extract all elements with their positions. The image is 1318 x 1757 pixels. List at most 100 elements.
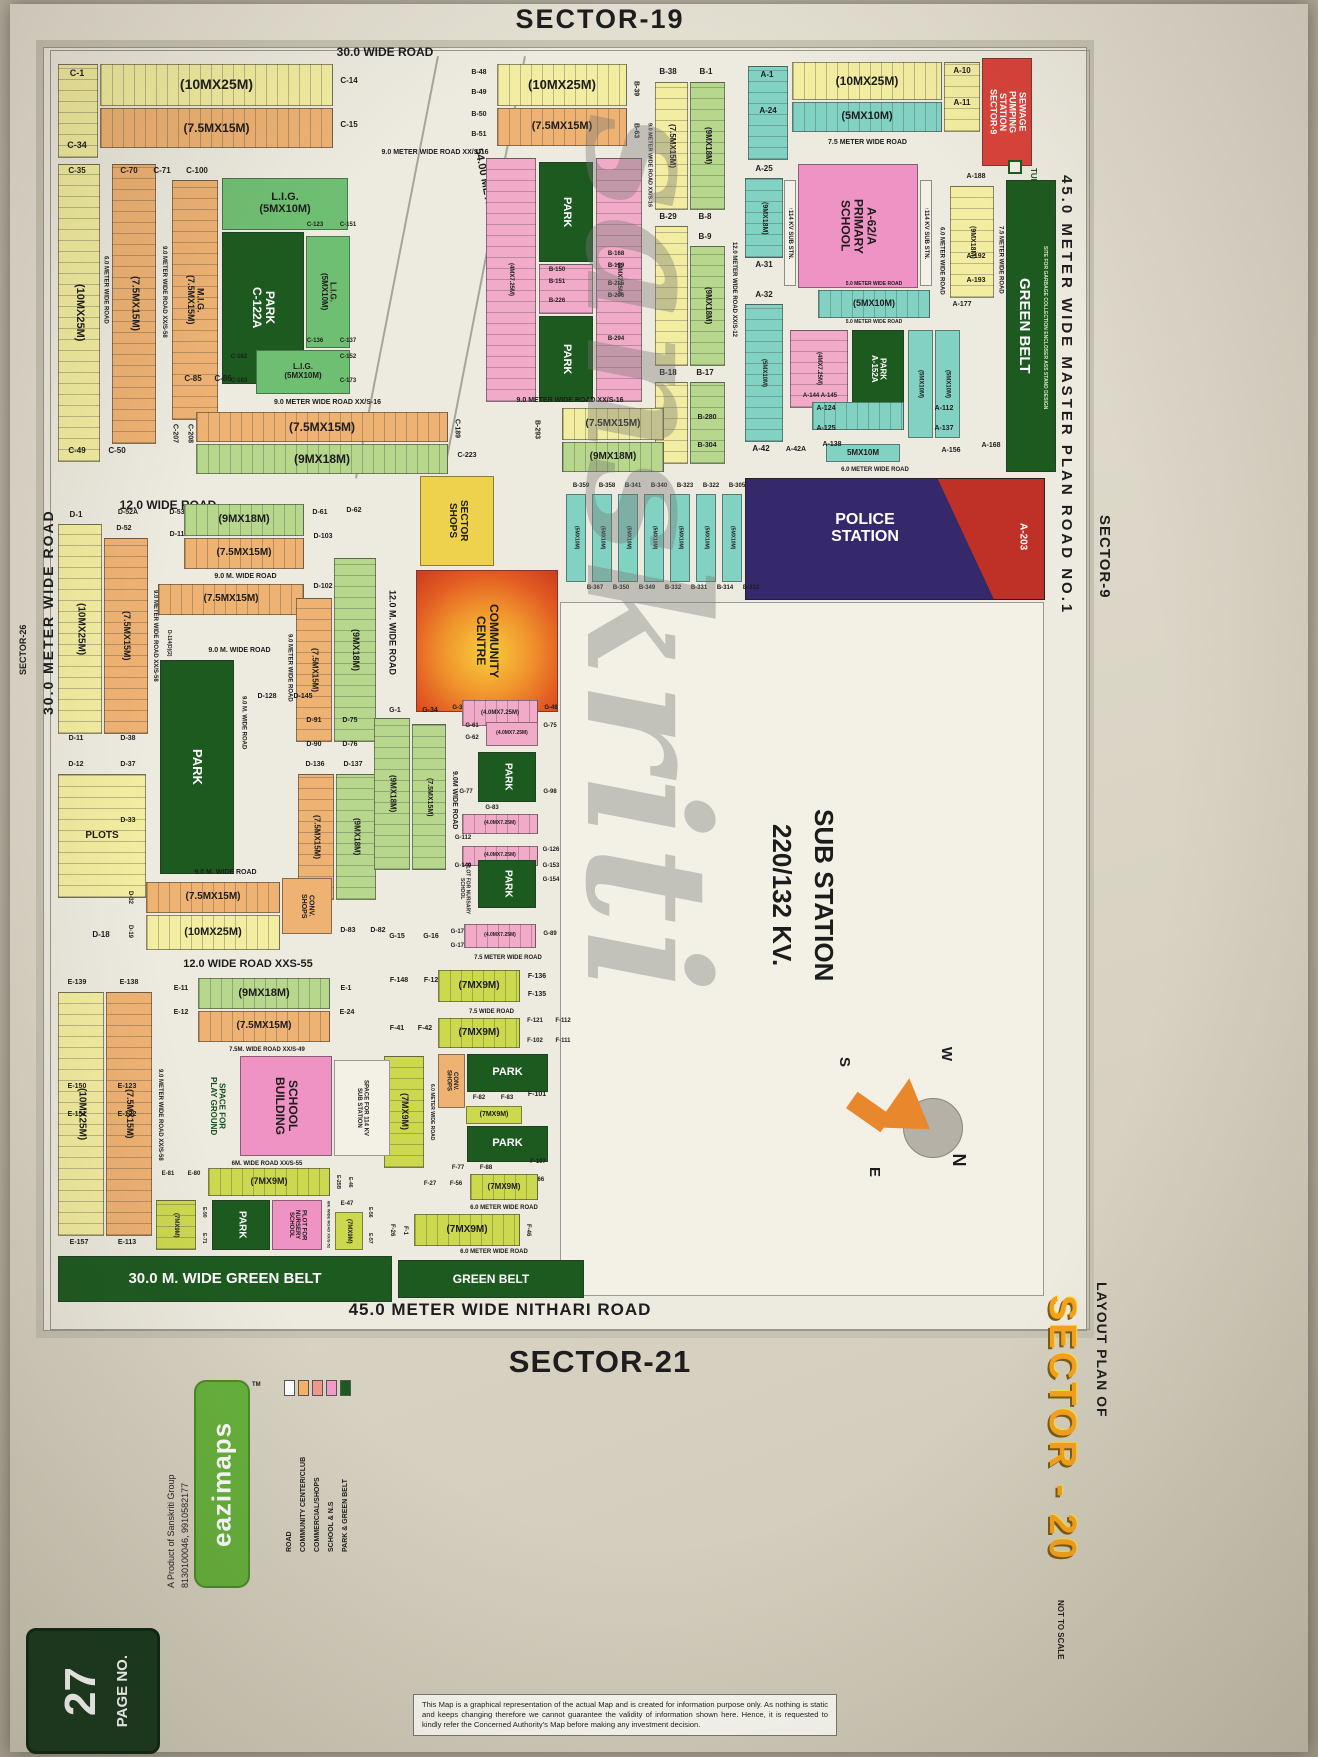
road-label: 6.0 METER WIDE ROAD: [938, 227, 945, 295]
green-belt-block: [1006, 180, 1056, 472]
plot-id-label: F-83: [500, 1095, 514, 1102]
plot-id-label: B-332: [664, 585, 682, 592]
plot-block: (5MX10M): [818, 290, 930, 318]
legend-item: ROAD: [284, 1380, 295, 1552]
plot-id-label: F-148: [389, 977, 409, 985]
plot-id-label: B-206: [607, 293, 625, 300]
plot-id-label: C-1: [69, 68, 85, 79]
plot-id-label: B-49: [471, 89, 487, 97]
substation-label: 220/132 KV.: [767, 823, 798, 967]
green-belt-note: SITE FOR GARBAGE COLLECTION ENCLOSER ASS…: [1042, 246, 1049, 410]
plot-id-label: E-90: [201, 1206, 208, 1218]
plot-block: (5MX10M): [908, 330, 933, 438]
plot-id-label: C-71: [153, 166, 171, 176]
plot-id-label: G-112: [454, 835, 472, 842]
plot-id-label: G-126: [542, 847, 560, 854]
road-label: 9.0 M. WIDE ROAD: [208, 646, 271, 654]
plot-id-label: F-26: [389, 1223, 396, 1237]
park-block: PARK: [160, 660, 234, 874]
road-label: 6.0 METER WIDE ROAD: [470, 1204, 538, 1211]
plot-id-label: F-46: [525, 1223, 532, 1237]
plot-id-label: B-63: [632, 123, 640, 139]
plot-id-label: D-76: [342, 741, 358, 749]
compass-w: W: [938, 1046, 956, 1062]
plot-block: (7MX9M): [470, 1174, 538, 1200]
plot-id-label: C-136: [306, 337, 324, 344]
plot-id-label: G-176: [450, 942, 468, 949]
conv-shops-block: CONV. SHOPS: [438, 1054, 465, 1108]
road-label: 9.0 METER WIDE ROAD: [286, 633, 293, 702]
master-plan-road-label: 45.0 METER WIDE MASTER PLAN ROAD NO.1: [1058, 175, 1075, 616]
substation-marker: ↑114 KV SUB STN.: [920, 180, 932, 286]
page-number-label: PAGE NO.: [113, 1654, 131, 1728]
plot-id-label: E-81: [161, 1171, 175, 1178]
road-label: 9.0 METER WIDE ROAD XX/S-58: [157, 1069, 164, 1161]
plot-block: (4MX7.25M): [596, 158, 642, 402]
plot-block: (10MX25M): [58, 524, 102, 734]
plot-id-label: D-18: [92, 930, 110, 940]
plot-id-label: E-12: [173, 1009, 189, 1017]
road-label: 6.0 METER WIDE ROAD: [429, 1083, 436, 1141]
plot-id-label: G-77: [459, 789, 473, 796]
plot-id-label: B-39: [632, 81, 640, 97]
plot-id-label: B-341: [624, 483, 642, 490]
sector-20-title: SECTOR - 20: [1041, 1295, 1083, 1562]
plot-id-label: A-177: [952, 301, 972, 309]
plot-block: (7.5MX15M): [112, 164, 156, 444]
plot-block: (10MX25M): [497, 64, 627, 106]
plot-id-label: D-11: [68, 735, 84, 743]
plot-id-label: F-56: [449, 1181, 463, 1188]
road-label: 9.0M WIDE ROAD: [450, 770, 458, 830]
plot-id-label: B-294: [607, 336, 625, 343]
plot-id-label: G-75: [543, 723, 557, 730]
plot-id-label: F-111: [555, 1037, 571, 1044]
plot-block: (4MX7.25M): [790, 330, 848, 408]
substation-area: [560, 602, 1044, 1296]
plot-id-label: B-50: [471, 111, 487, 119]
plot-block: [748, 66, 788, 160]
plot-id-label: D-52A: [117, 509, 139, 517]
plot-block: (7.5MX15M): [412, 724, 446, 870]
sector-9-label: SECTOR-9: [1096, 515, 1113, 599]
plot-id-label: A-144 A-145: [802, 393, 838, 400]
plot-block: PLOTS: [58, 774, 146, 898]
road-label: 12.0 METER WIDE ROAD XX/S-12: [731, 242, 738, 338]
park-block: PARK: [212, 1200, 270, 1250]
plot-id-label: F-27: [423, 1181, 437, 1188]
plot-id-label: C-34: [67, 140, 87, 151]
plot-id-label: A-125: [816, 425, 836, 433]
plot-block: (5MX10M): [935, 330, 960, 438]
school-building-block: SCHOOL BUILDING: [240, 1056, 332, 1156]
plot-id-label: B-205: [607, 281, 625, 288]
plot-block: (4.0MX7.25M): [464, 924, 536, 948]
plot-id-label: D-128: [257, 693, 277, 701]
plot-block: (7.5MX15M): [104, 538, 148, 734]
plot-block: (5MX10M): [670, 494, 690, 582]
legend-label: PARK & GREEN BELT: [342, 1479, 349, 1552]
plot-block: (7.5MX15M): [100, 108, 333, 148]
plot-block: (7MX9M): [384, 1056, 424, 1168]
plot-id-label: D-91: [306, 717, 322, 725]
park-block: PARK: [478, 860, 536, 908]
plot-id-label: B-322: [702, 483, 720, 490]
plot-id-label: G-140: [454, 863, 472, 870]
plot-id-label: B-29: [659, 212, 677, 222]
plot-id-label: A-138: [822, 441, 842, 449]
plot-id-label: F-42: [417, 1025, 433, 1033]
plot-id-label: C-207: [171, 424, 179, 444]
plot-id-label: F-88: [479, 1165, 493, 1172]
plot-id-label: F-136: [527, 973, 547, 981]
plot-id-label: A-156: [941, 447, 961, 455]
plot-id-label: E-80: [187, 1171, 201, 1178]
plot-id-label: C-85: [184, 374, 202, 384]
green-belt-block: 30.0 M. WIDE GREEN BELT: [58, 1256, 392, 1302]
road-label: 9.0 M. WIDE ROAD: [194, 868, 257, 876]
plot-id-label: E-1: [340, 985, 352, 993]
park-block: PARK: [467, 1054, 548, 1092]
plot-id-label: A-42A: [785, 445, 807, 453]
road-label: 9.0 METER WIDE ROAD XX/S-16: [516, 397, 624, 405]
plot-id-label: G-89: [543, 931, 557, 938]
police-station-block: [745, 478, 1045, 600]
plot-block: [58, 64, 98, 158]
